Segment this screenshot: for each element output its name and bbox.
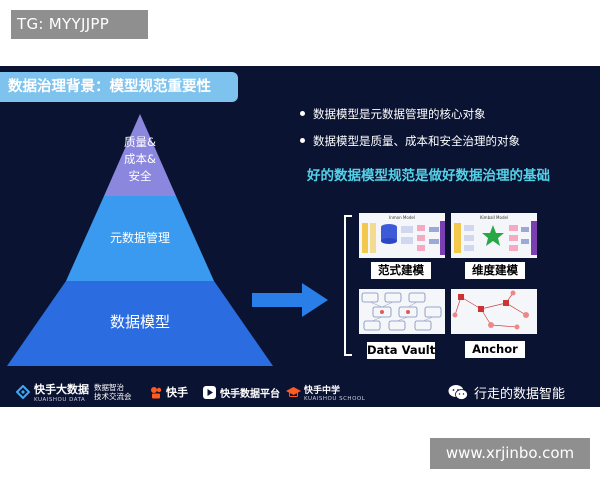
kuaishou-data-logo-icon — [16, 385, 30, 399]
kuaishou-name: 快手 — [166, 386, 188, 399]
kuaishou-big-data-logo: 快手大数据 KUAISHOU DATA 数据智治 技术交流会 — [16, 377, 132, 407]
kimball-model-thumbnail: Kimball Model — [451, 213, 537, 258]
pyramid-top-line: 成本& — [124, 152, 156, 166]
pyramid-top-line: 安全 — [128, 169, 152, 183]
data-platform-name: 快手数据平台 — [220, 388, 280, 400]
model-label-data-vault: Data Vault — [367, 342, 436, 359]
bullet-item: 数据模型是质量、成本和安全治理的对象 — [300, 133, 520, 149]
graduation-cap-icon — [286, 387, 301, 397]
bullet-text: 数据模型是元数据管理的核心对象 — [313, 107, 486, 121]
pyramid-bottom-label: 数据模型 — [109, 313, 170, 331]
inmon-model-thumbnail: Inmon Model — [359, 213, 445, 258]
wechat-account: 行走的数据智能 — [448, 383, 565, 402]
middle-school-sub: KUAISHOU SCHOOL — [304, 395, 366, 402]
kuaishou-logo: 快手 — [150, 377, 188, 407]
thumbnail-title: Kimball Model — [480, 215, 508, 220]
data-vault-thumbnail — [359, 289, 445, 334]
event-tag-line: 数据智治 — [94, 383, 124, 392]
models-bracket — [344, 215, 352, 356]
model-label-anchor: Anchor — [465, 341, 525, 358]
pyramid-diagram — [7, 114, 273, 366]
wechat-icon — [448, 385, 468, 400]
pyramid-top-layer — [104, 114, 176, 196]
slide: 数据治理背景：模型规范重要性 质量& 成本& 安全 元数据管理 数据模型 数据模… — [0, 66, 600, 407]
pyramid-bottom-layer — [7, 281, 273, 366]
pyramid-middle-layer — [66, 196, 214, 281]
anchor-model-thumbnail — [451, 289, 537, 334]
title-banner: 数据治理背景：模型规范重要性 — [0, 72, 238, 102]
thumbnail-title: Inmon Model — [389, 215, 415, 220]
kuaishou-logo-icon — [151, 386, 162, 398]
top-watermark: TG: MYYJJPP — [11, 10, 148, 39]
model-label-dimensional: 维度建模 — [465, 262, 525, 279]
event-tag: 数据智治 技术交流会 — [94, 383, 132, 401]
right-arrow-icon — [252, 283, 328, 317]
play-logo-icon — [203, 385, 216, 399]
bullet-item: 数据模型是元数据管理的核心对象 — [300, 106, 486, 122]
wechat-account-name: 行走的数据智能 — [474, 387, 566, 402]
middle-school-name: 快手中学 — [304, 385, 341, 396]
kuaishou-big-data-name: 快手大数据 — [34, 383, 89, 396]
slide-title: 数据治理背景：模型规范重要性 — [8, 79, 211, 95]
pyramid-top-label: 质量& 成本& 安全 — [115, 134, 165, 185]
bullet-dot-icon — [300, 111, 305, 116]
highlight-statement: 好的数据模型规范是做好数据治理的基础 — [307, 168, 550, 184]
model-label-normalized: 范式建模 — [371, 262, 431, 279]
bullet-text: 数据模型是质量、成本和安全治理的对象 — [313, 134, 520, 148]
pyramid-top-line: 质量& — [124, 135, 156, 149]
kuaishou-middle-school-logo: 快手中学 KUAISHOU SCHOOL — [286, 377, 365, 407]
bullet-dot-icon — [300, 138, 305, 143]
kuaishou-big-data-sub: KUAISHOU DATA — [34, 397, 86, 403]
bottom-watermark: www.xrjinbo.com — [430, 438, 590, 469]
pyramid-middle-label: 元数据管理 — [109, 231, 170, 245]
event-tag-line: 技术交流会 — [94, 392, 132, 401]
kuaishou-data-platform-logo: 快手数据平台 — [203, 377, 280, 407]
slide-footer: 快手大数据 KUAISHOU DATA 数据智治 技术交流会 快手 快手数据平台 — [0, 377, 600, 407]
